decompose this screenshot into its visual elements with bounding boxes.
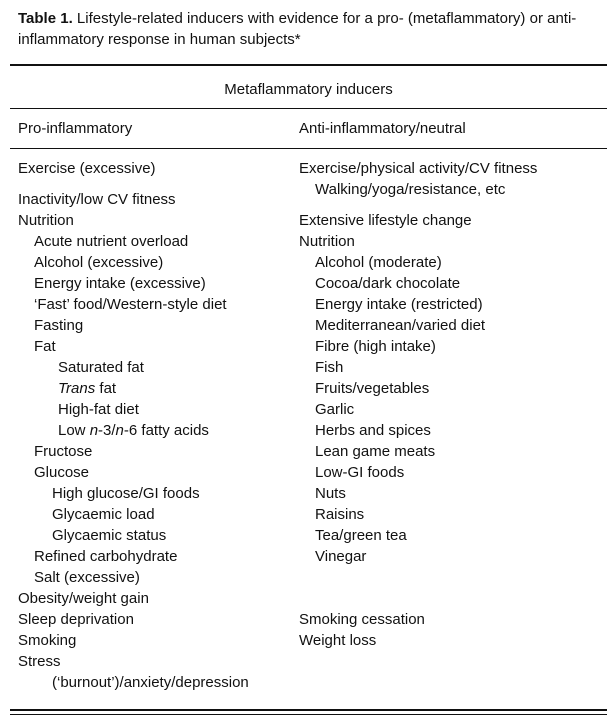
list-item: Lean game meats — [315, 443, 436, 460]
list-item: Low n-3/n-6 fatty acids — [58, 422, 209, 439]
list-item: Energy intake (restricted) — [315, 296, 483, 313]
list-item: Herbs and spices — [315, 422, 431, 439]
table-label: Table 1. — [18, 10, 73, 27]
list-item: High-fat diet — [58, 401, 139, 418]
pro-inflammatory-list: Exercise (excessive) Inactivity/low CV f… — [18, 158, 249, 693]
list-item: Glycaemic load — [52, 506, 155, 523]
list-item: Nuts — [315, 485, 346, 502]
list-item: ‘Fast’ food/Western-style diet — [34, 296, 227, 313]
list-item: Nutrition — [18, 212, 74, 229]
list-item: (‘burnout’)/anxiety/depression — [52, 674, 249, 691]
list-item: Nutrition — [299, 233, 355, 250]
column-header-rule — [10, 148, 607, 149]
spacer — [299, 567, 537, 588]
list-item: Refined carbohydrate — [34, 548, 178, 565]
list-item: Obesity/weight gain — [18, 590, 149, 607]
list-item: Salt (excessive) — [34, 569, 140, 586]
list-item: Weight loss — [299, 632, 377, 649]
list-item: Walking/yoga/resistance, etc — [315, 181, 506, 198]
group-heading-rule — [10, 108, 607, 109]
top-rule — [10, 64, 607, 66]
list-item: Acute nutrient overload — [34, 233, 189, 250]
list-item: Energy intake (excessive) — [34, 275, 206, 292]
group-heading: Metaflammatory inducers — [224, 81, 393, 98]
list-item: Exercise/physical activity/CV fitness — [299, 160, 538, 177]
bottom-rule — [10, 709, 607, 711]
list-item: Fat — [34, 338, 56, 355]
list-item: Smoking cessation — [299, 611, 425, 628]
list-item: Extensive lifestyle change — [299, 212, 472, 229]
bottom-rule-secondary — [10, 714, 607, 715]
table-caption-text: Lifestyle-related inducers with evidence… — [18, 10, 577, 48]
list-item: Saturated fat — [58, 359, 144, 376]
list-item: Tea/green tea — [315, 527, 407, 544]
list-item: Raisins — [315, 506, 365, 523]
list-item: Fibre (high intake) — [315, 338, 436, 355]
list-item: Mediterranean/varied diet — [315, 317, 486, 334]
list-item: Inactivity/low CV fitness — [18, 191, 176, 208]
list-item: Vinegar — [315, 548, 367, 565]
spacer — [18, 179, 249, 189]
list-item: Fructose — [34, 443, 93, 460]
list-item: High glucose/GI foods — [52, 485, 200, 502]
list-item: Fruits/vegetables — [315, 380, 430, 397]
list-item: Sleep deprivation — [18, 611, 134, 628]
list-item: Trans fat — [58, 380, 117, 397]
list-item: Cocoa/dark chocolate — [315, 275, 461, 292]
table-caption: Table 1. Lifestyle-related inducers with… — [18, 8, 598, 50]
list-item: Exercise (excessive) — [18, 160, 156, 177]
list-item: Garlic — [315, 401, 355, 418]
list-item: Smoking — [18, 632, 77, 649]
list-item: Glycaemic status — [52, 527, 167, 544]
list-item: Low-GI foods — [315, 464, 405, 481]
spacer — [299, 588, 537, 609]
trans-italic: Trans — [58, 380, 96, 397]
list-item: Fasting — [34, 317, 84, 334]
anti-inflammatory-list: Exercise/physical activity/CV fitness Wa… — [299, 158, 537, 651]
column-header-pro-inflammatory: Pro-inflammatory — [18, 120, 133, 137]
list-item: Alcohol (excessive) — [34, 254, 164, 271]
list-item: Stress — [18, 653, 61, 670]
list-item: Fish — [315, 359, 344, 376]
list-item: Glucose — [34, 464, 90, 481]
column-header-anti-inflammatory: Anti-inflammatory/neutral — [299, 120, 466, 137]
list-item: Alcohol (moderate) — [315, 254, 442, 271]
